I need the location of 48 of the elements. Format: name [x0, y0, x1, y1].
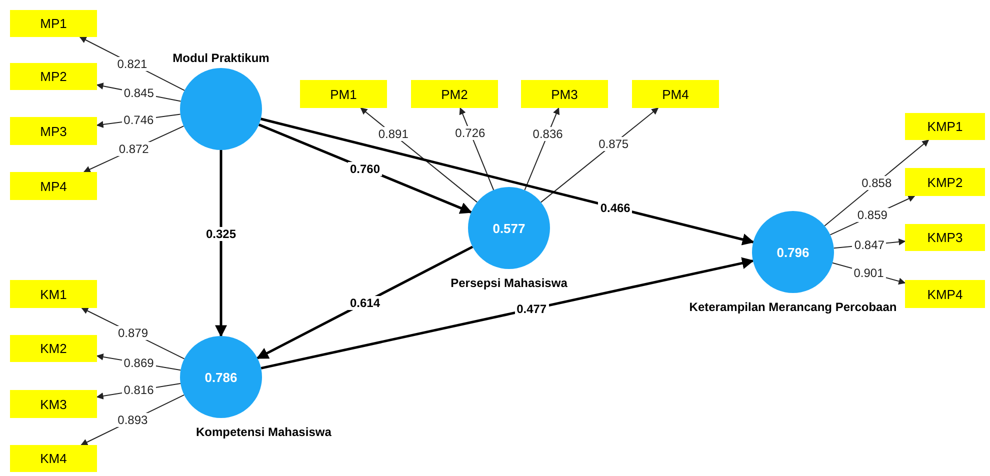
- loading-value: 0.859: [855, 208, 890, 222]
- indicator-box: KM4: [10, 445, 97, 472]
- path-coefficient: 0.760: [348, 162, 382, 176]
- arrow: [256, 246, 474, 360]
- r-squared-value: 0.796: [776, 244, 810, 260]
- indicator-box: MP2: [10, 63, 97, 90]
- loading-value: 0.893: [116, 412, 150, 427]
- construct-name: Persepsi Mahasiswa: [450, 276, 568, 290]
- r-squared-value: 0.577: [492, 220, 526, 236]
- path-coefficient: 0.614: [348, 296, 382, 310]
- indicator-box: KMP1: [905, 113, 985, 140]
- loading-value: 0.879: [116, 326, 150, 340]
- arrow: [260, 257, 754, 370]
- indicator-box: KMP2: [905, 168, 985, 196]
- construct-name: Kompetensi Mahasiswa: [196, 425, 332, 439]
- loading-value: 0.872: [116, 142, 151, 156]
- arrow: [260, 118, 754, 246]
- loading-value: 0.726: [453, 126, 488, 140]
- indicator-box: KMP4: [905, 280, 985, 308]
- indicator-box: MP3: [10, 117, 97, 145]
- loading-value: 0.847: [852, 238, 886, 252]
- path-coefficient: 0.325: [204, 226, 238, 241]
- indicator-box: KM2: [10, 335, 97, 362]
- indicator-box: PM4: [632, 80, 719, 108]
- loading-value: 0.875: [596, 136, 631, 151]
- indicator-box: PM3: [521, 80, 608, 108]
- loading-value: 0.836: [530, 127, 565, 142]
- path-coefficient: 0.477: [514, 302, 549, 316]
- indicator-box: MP1: [10, 10, 97, 37]
- path-coefficient: 0.466: [598, 200, 632, 215]
- indicator-box: KM3: [10, 390, 97, 418]
- indicator-box: PM1: [300, 80, 387, 108]
- loading-value: 0.845: [122, 86, 156, 100]
- loading-value: 0.869: [122, 356, 156, 370]
- arrow: [215, 150, 227, 338]
- indicator-box: KMP3: [905, 224, 985, 251]
- loading-value: 0.746: [122, 112, 156, 127]
- indicator-box: PM2: [411, 80, 498, 108]
- construct-name: Modul Praktikum: [172, 51, 270, 65]
- loading-value: 0.858: [860, 176, 894, 190]
- loading-value: 0.891: [376, 127, 410, 142]
- loading-value: 0.821: [115, 56, 150, 71]
- loading-value: 0.816: [122, 383, 156, 398]
- indicator-box: MP4: [10, 172, 97, 200]
- loading-value: 0.901: [852, 266, 886, 280]
- indicator-box: KM1: [10, 280, 97, 308]
- r-squared-value: 0.786: [204, 370, 238, 384]
- construct-name: Keterampilan Merancang Percobaan: [689, 300, 897, 314]
